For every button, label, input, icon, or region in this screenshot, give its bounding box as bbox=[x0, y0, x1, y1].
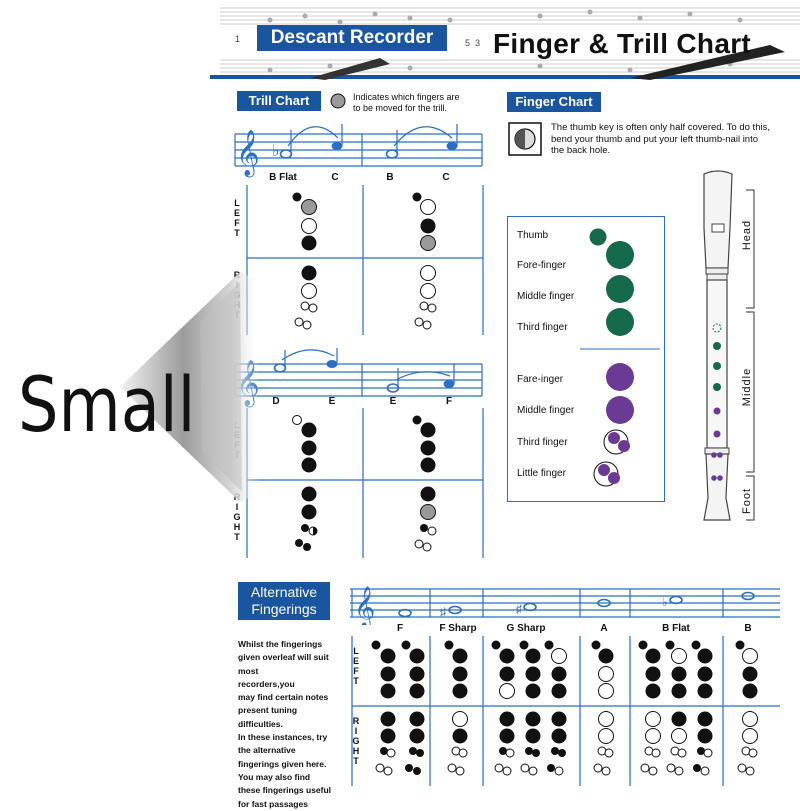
recorder-illustration bbox=[703, 170, 755, 521]
svg-text:♭: ♭ bbox=[662, 595, 668, 609]
svg-text:♭: ♭ bbox=[272, 141, 280, 160]
trill-chart-label: Trill Chart bbox=[237, 91, 321, 111]
staff-number-1: 1 bbox=[235, 34, 241, 44]
legend-fore-finger: Fore-finger bbox=[517, 260, 566, 271]
size-label: Small bbox=[18, 360, 196, 449]
trill-legend-icon bbox=[330, 93, 346, 109]
alt-note-g-sharp: G Sharp bbox=[506, 623, 546, 634]
trill-note-c-2: C bbox=[442, 172, 450, 183]
trill-note-e-1: E bbox=[328, 396, 336, 407]
trill-note-b: B bbox=[386, 172, 394, 183]
svg-text:♯: ♯ bbox=[440, 605, 446, 619]
legend-middle-finger-left: Middle finger bbox=[517, 291, 575, 302]
legend-third-finger-left: Third finger bbox=[517, 322, 568, 333]
svg-text:𝄞: 𝄞 bbox=[354, 586, 375, 625]
trill-legend-text: Indicates which fingers are to be moved … bbox=[353, 92, 460, 113]
trill-fingering-grid-top bbox=[246, 185, 484, 335]
trill-note-d: D bbox=[272, 396, 280, 407]
legend-little-finger: Little finger bbox=[517, 468, 566, 479]
trill-note-c-1: C bbox=[331, 172, 339, 183]
zoom-callout-wedge bbox=[120, 272, 260, 502]
alternative-fingerings-explanation: Whilst the fingerings given overleaf wil… bbox=[238, 639, 332, 809]
alt-note-b-flat: B Flat bbox=[662, 623, 690, 634]
alternative-fingerings-label: Alternative Fingerings bbox=[238, 582, 330, 620]
header-music-strip bbox=[210, 7, 800, 80]
alt-note-b: B bbox=[744, 623, 752, 634]
legend-middle-finger-right: Middle finger bbox=[517, 405, 575, 416]
svg-text:𝄞: 𝄞 bbox=[236, 130, 260, 178]
trill-note-b-flat: B Flat bbox=[269, 172, 297, 183]
legend-thumb: Thumb bbox=[517, 230, 549, 241]
finger-legend-dots bbox=[580, 228, 660, 487]
section-label-foot: Foot bbox=[741, 488, 753, 515]
section-label-middle: Middle bbox=[741, 367, 753, 407]
alternative-fingering-grid bbox=[351, 636, 780, 786]
finger-chart-label: Finger Chart bbox=[507, 92, 601, 112]
legend-fare-inger: Fare-inger bbox=[517, 374, 564, 385]
alternative-staff: 𝄞 ♯ ♯ ♭ bbox=[350, 586, 780, 625]
staff-number-3: 3 bbox=[475, 38, 481, 48]
alt-note-a: A bbox=[600, 623, 608, 634]
legend-third-finger-right: Third finger bbox=[517, 437, 568, 448]
half-thumb-icon bbox=[508, 122, 542, 156]
thumb-instructions: The thumb key is often only half covered… bbox=[551, 122, 770, 156]
trill-staff-top: 𝄞 ♭ bbox=[234, 124, 483, 178]
trill-fingering-grid-bottom bbox=[246, 408, 484, 558]
alt-note-f: F bbox=[396, 623, 404, 634]
alt-note-f-sharp: F Sharp bbox=[439, 623, 477, 634]
instrument-title-banner: Descant Recorder bbox=[257, 25, 447, 51]
trill-note-f: F bbox=[445, 396, 453, 407]
staff-number-5: 5 bbox=[465, 38, 471, 48]
finger-legend-box bbox=[507, 216, 665, 502]
section-label-head: Head bbox=[741, 219, 753, 251]
trill-note-e-2: E bbox=[389, 396, 397, 407]
page-title: Finger & Trill Chart bbox=[493, 28, 752, 59]
svg-text:♯: ♯ bbox=[516, 602, 522, 616]
